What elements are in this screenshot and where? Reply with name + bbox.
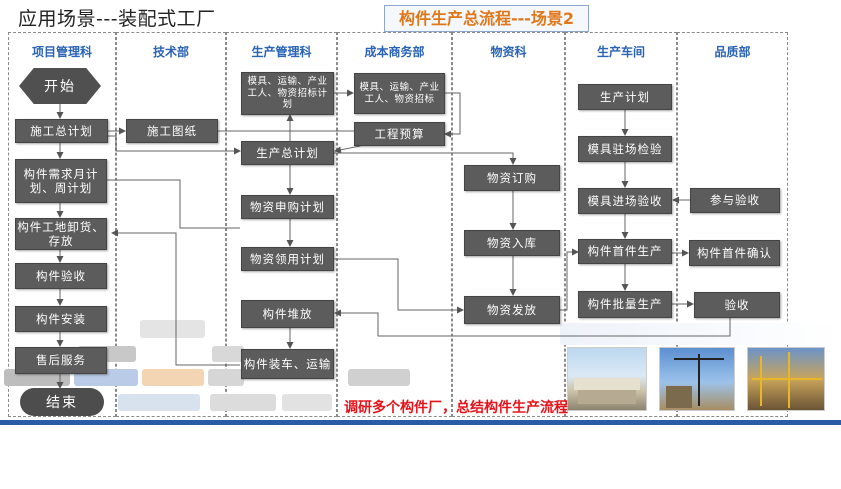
process-box: 生产总计划 xyxy=(241,141,334,165)
process-box: 模具、运输、产业工人、物资招标 xyxy=(354,73,445,114)
process-box: 构件首件生产 xyxy=(578,239,672,264)
background-decoration xyxy=(348,369,410,386)
end-node: 结束 xyxy=(20,388,104,416)
process-box: 构件安装 xyxy=(15,306,107,332)
background-decoration xyxy=(208,369,244,386)
background-decoration xyxy=(142,369,204,386)
process-box: 物资入库 xyxy=(464,230,560,256)
lane-cost-commerce xyxy=(337,32,452,417)
process-box: 物资订购 xyxy=(464,165,560,191)
background-decoration xyxy=(140,320,205,338)
process-box: 构件批量生产 xyxy=(578,291,672,318)
process-box: 参与验收 xyxy=(690,188,780,213)
lane-header: 生产管理科 xyxy=(251,45,312,59)
background-decoration xyxy=(282,394,332,411)
lane-header: 生产车间 xyxy=(596,45,645,59)
process-box: 物资发放 xyxy=(464,296,560,324)
lane-header: 项目管理科 xyxy=(31,45,92,59)
process-box: 工程预算 xyxy=(354,122,445,146)
process-box: 物资申购计划 xyxy=(241,195,334,219)
process-box: 构件装车、运输 xyxy=(241,349,334,379)
process-box: 施工总计划 xyxy=(15,119,108,143)
crane-photo xyxy=(659,347,735,411)
process-box: 物资领用计划 xyxy=(241,247,334,271)
background-decoration xyxy=(560,323,841,345)
process-box: 构件首件确认 xyxy=(689,240,780,266)
lane-workshop xyxy=(565,32,677,417)
lane-header: 物资科 xyxy=(490,45,527,59)
lane-materials xyxy=(452,32,565,417)
process-box: 模具驻场检验 xyxy=(578,136,672,162)
lane-header: 技术部 xyxy=(152,45,189,59)
process-box: 验收 xyxy=(694,292,780,318)
process-box: 构件验收 xyxy=(15,263,107,289)
summary-note: 调研多个构件厂，总结构件生产流程 xyxy=(344,400,568,416)
lane-quality xyxy=(677,32,788,417)
start-node: 开始 xyxy=(19,68,101,104)
process-box: 售后服务 xyxy=(15,347,107,374)
background-decoration xyxy=(210,394,276,411)
process-box: 构件需求月计划、周计划 xyxy=(15,159,107,203)
page-title: 应用场景---装配式工厂 xyxy=(18,8,216,30)
background-decoration xyxy=(212,346,244,362)
background-decoration xyxy=(118,394,200,411)
process-box: 构件堆放 xyxy=(241,300,334,328)
lane-header: 成本商务部 xyxy=(364,45,425,59)
lane-project-management xyxy=(8,32,116,417)
process-box: 构件工地卸货、存放 xyxy=(15,218,107,250)
factory-photo xyxy=(567,347,647,411)
process-box: 模具进场验收 xyxy=(578,188,672,214)
flow-title: 构件生产总流程---场景2 xyxy=(384,5,589,32)
process-box: 施工图纸 xyxy=(126,119,218,143)
process-box: 模具、运输、产业工人、物资招标计划 xyxy=(241,72,334,115)
lane-production-management xyxy=(226,32,337,417)
construction-photo xyxy=(747,347,825,411)
process-box: 生产计划 xyxy=(578,84,672,110)
bottom-accent-bar xyxy=(0,420,841,425)
lane-technical xyxy=(116,32,226,417)
lane-header: 品质部 xyxy=(714,45,751,59)
